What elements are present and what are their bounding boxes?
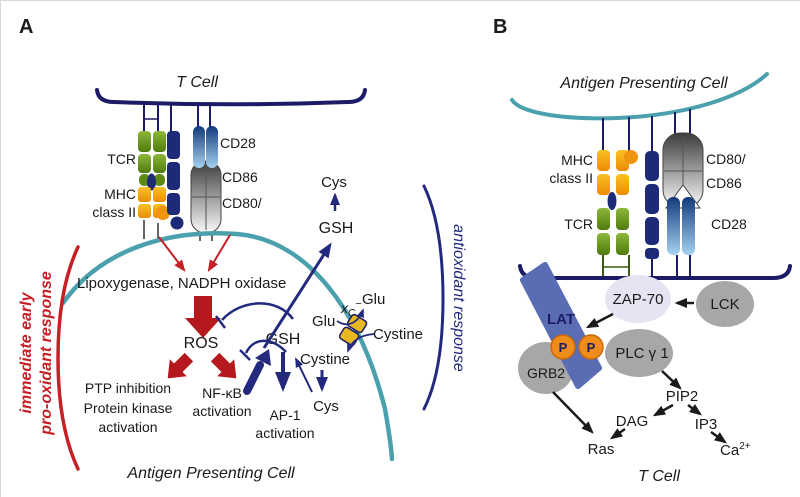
cd86-label-b: CD86	[706, 175, 742, 191]
ap1-activation-label: activation	[255, 425, 314, 441]
nfkb-label: NF-κB	[202, 385, 242, 401]
phospho-sites	[550, 334, 604, 360]
plc-to-pip2-arrow	[661, 370, 682, 390]
lat-label: LAT	[547, 311, 575, 328]
phospho-circle-2	[578, 334, 604, 360]
panel-b: B Antigen Presenting Cell	[493, 16, 792, 485]
antioxidant-bracket	[422, 184, 445, 411]
ap1-label: AP-1	[269, 407, 300, 423]
ros-block-arrows	[167, 296, 237, 379]
panel-a-apc-membrane	[60, 231, 395, 462]
phospho-circle-1	[550, 334, 576, 360]
block-arrow-right-icon	[210, 352, 237, 379]
zap70-label: ZAP-70	[613, 291, 664, 308]
cd80-cd86-receptor-b	[662, 132, 704, 209]
pip2-label: PIP2	[666, 388, 699, 405]
tcr-label-b: TCR	[564, 216, 593, 232]
cystine-inside-label: Cystine	[300, 351, 350, 368]
panel-a-t-cell-label: T Cell	[176, 74, 218, 91]
cys-outside-label: Cys	[321, 174, 347, 191]
panel-b-t-cell-label: T Cell	[638, 468, 680, 485]
cd80-label-b: CD80/	[706, 151, 746, 167]
cd86-label-a: CD86	[222, 169, 258, 185]
receptor-to-oxidase-arrows	[158, 234, 231, 273]
lck-shape	[696, 281, 754, 327]
antioxidant-label: antioxidant response	[450, 224, 467, 372]
transporter-exchange-arrows	[336, 308, 375, 353]
plc-gamma1-label: PLC γ 1	[615, 345, 668, 362]
ros-label: ROS	[184, 335, 219, 352]
mhc-label-b-line2: class II	[549, 170, 593, 186]
panel-a: A T Cell	[18, 16, 467, 482]
phospho-p-label-2: P	[587, 340, 596, 355]
ras-label: Ras	[588, 441, 615, 458]
cys-to-gsh-arrow	[295, 357, 313, 393]
gsh-outside-label: GSH	[319, 220, 354, 237]
lck-label: LCK	[710, 296, 739, 313]
panel-b-arrows	[552, 298, 728, 444]
mhc-class-ii-receptor-b	[597, 150, 638, 195]
pro-oxidant-label-line1: immediate early	[18, 291, 35, 413]
cd28-receptor-a	[193, 126, 218, 168]
nfkb-activation-label: activation	[192, 403, 251, 419]
glu-inside-label: Glu	[312, 313, 335, 330]
panel-b-apc-label: Antigen Presenting Cell	[559, 75, 728, 92]
nfkb-to-gsh-arrow	[243, 349, 271, 395]
cystine-outside-label: Cystine	[373, 326, 423, 343]
mhc-label-b-line1: MHC	[561, 152, 593, 168]
gsh-export-arrow	[262, 242, 332, 349]
tcr-label-a: TCR	[107, 151, 136, 167]
panel-a-receptor-stalks-top	[143, 102, 211, 131]
mhc-class-ii-receptor-a	[138, 187, 170, 239]
protein-kinase-activation-label: activation	[98, 419, 157, 435]
plc-gamma1-shape	[605, 329, 673, 377]
pip2-to-ip3-arrow	[687, 404, 702, 416]
pro-oxidant-bracket	[56, 245, 80, 471]
peptide-antigen-b	[607, 192, 617, 210]
cd3-bar-a	[167, 131, 184, 230]
panel-a-tcell-membrane	[95, 88, 367, 107]
glu-outside-label: Glu	[362, 291, 385, 308]
cd28-receptor-b	[667, 197, 695, 255]
phospho-p-label-1: P	[559, 340, 568, 355]
oxidase-enzymes-label: Lipoxygenase, NADPH oxidase	[77, 275, 286, 292]
ip3-label: IP3	[695, 416, 718, 433]
grb2-to-ras-arrow	[552, 391, 594, 434]
tcr-receptor-b	[597, 208, 629, 255]
zap70-shape	[605, 275, 671, 323]
xc-transporter-label: xC−	[340, 298, 362, 319]
mhc-label-a-line1: MHC	[104, 186, 136, 202]
panel-b-tcell-membrane	[518, 264, 792, 280]
panel-b-receptor-stalks-top	[602, 109, 691, 152]
block-arrow-down-icon	[185, 296, 221, 338]
pip2-to-dag-arrow	[652, 403, 674, 417]
dag-to-ras-arrow	[609, 427, 626, 440]
cys-inside-label: Cys	[313, 398, 339, 415]
panel-a-letter: A	[19, 16, 33, 38]
protein-kinase-label: Protein kinase	[84, 400, 173, 416]
cd80-cd86-receptor-a	[190, 160, 222, 241]
dag-label: DAG	[616, 413, 649, 430]
pro-oxidant-label-line2: pro-oxidant response	[38, 271, 55, 436]
block-arrow-left-icon	[167, 352, 194, 379]
cd28-label-a: CD28	[220, 135, 256, 151]
grb2-label: GRB2	[527, 365, 565, 381]
peptide-antigen-a	[147, 173, 156, 191]
calcium-label: Ca2+	[720, 441, 751, 459]
cd3-bar-b	[645, 151, 659, 259]
panel-b-letter: B	[493, 16, 507, 38]
panel-b-receptor-stalks-bottom	[602, 255, 691, 276]
ptp-inhibition-label: PTP inhibition	[85, 380, 171, 396]
cd80-label-a: CD80/	[222, 195, 262, 211]
panel-b-apc-membrane	[510, 72, 769, 121]
cd28-label-b: CD28	[711, 216, 747, 232]
mhc-label-a-line2: class II	[92, 204, 136, 220]
ip3-to-ca-arrow	[710, 430, 728, 444]
zap70-to-lat-arrow	[585, 312, 614, 329]
panel-a-apc-label: Antigen Presenting Cell	[126, 465, 295, 482]
